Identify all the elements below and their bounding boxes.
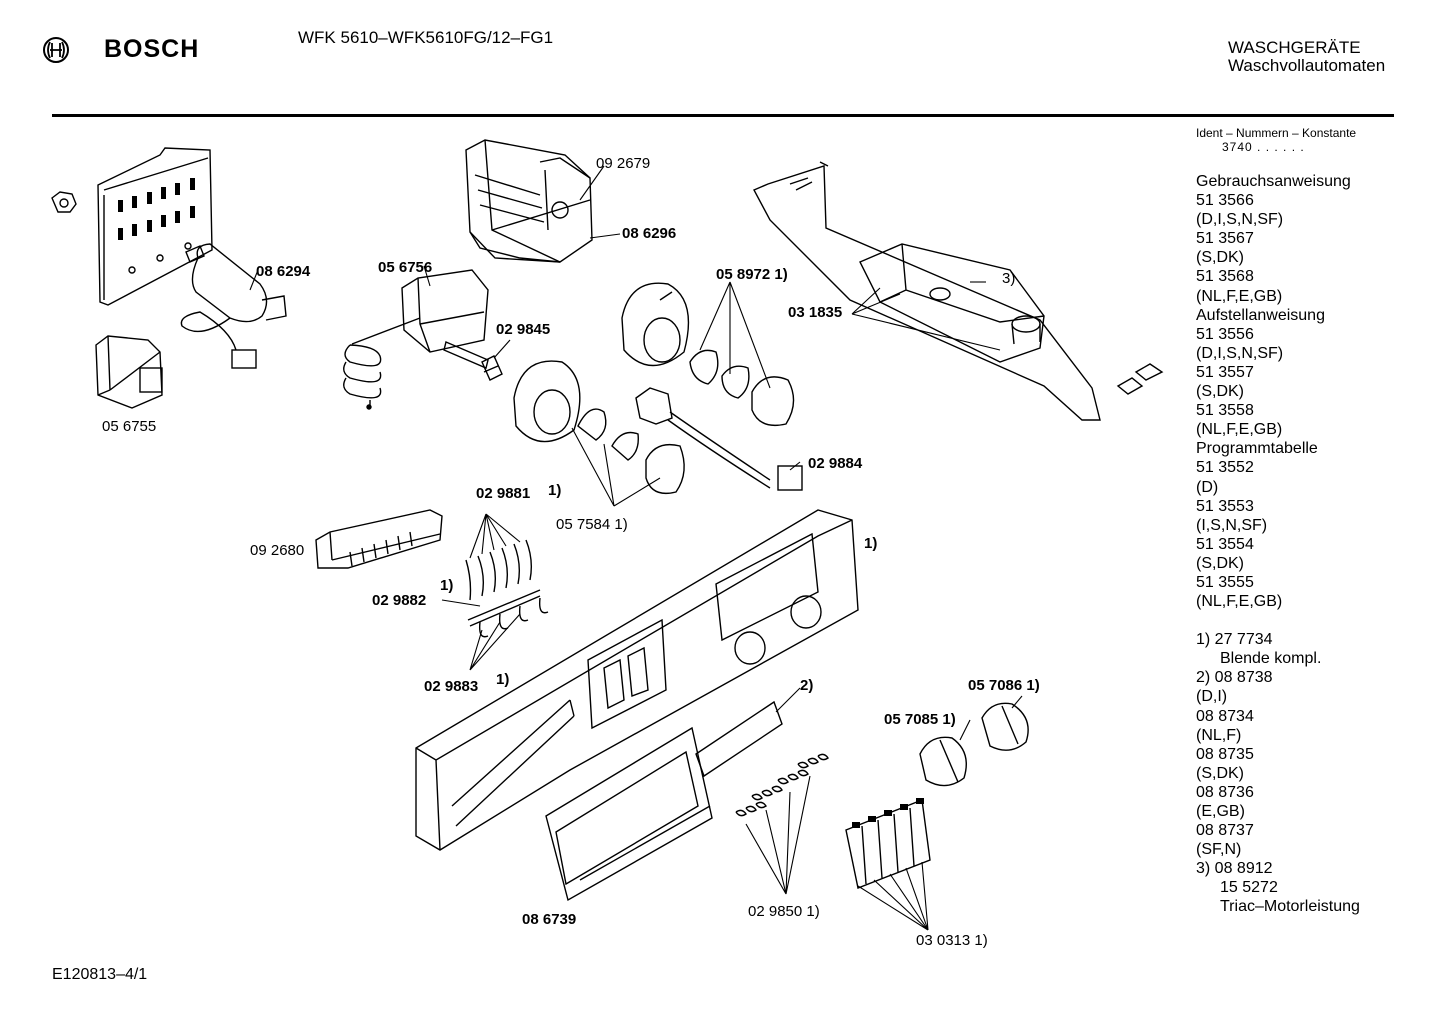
callout-029845: 02 9845: [496, 321, 550, 338]
documentation-line: (D): [1196, 478, 1219, 496]
documentation-line: (NL,F,E,GB): [1196, 421, 1283, 439]
callout-029883-note: 1): [496, 671, 509, 688]
callout-092679: 09 2679: [596, 155, 650, 172]
callout-086739: 08 6739: [522, 911, 576, 928]
footnote-line: (D,I): [1196, 688, 1228, 706]
footnote-line: Triac–Motorleistung: [1220, 898, 1360, 916]
callout-panel-note1: 1): [864, 535, 877, 552]
capacitor-part: [180, 243, 287, 369]
category-title: WASCHGERÄTE: [1228, 38, 1361, 57]
selector-knob-right-part: [981, 702, 1029, 751]
footnote-line: 08 8737: [1196, 822, 1254, 840]
knob-cap-large-part: [621, 282, 690, 367]
callout-029881: 02 9881: [476, 485, 530, 502]
bosch-logo-icon: [43, 37, 69, 63]
pressure-switch-part: [635, 387, 803, 491]
documentation-line: Programmtabelle: [1196, 440, 1318, 458]
documentation-line: 51 3555: [1196, 573, 1254, 591]
footnote-line: 2) 08 8738: [1196, 669, 1273, 687]
nut-part: [51, 191, 77, 213]
brand-logo-text: BOSCH: [104, 35, 200, 63]
control-panel-fascia-part: [415, 509, 859, 851]
footnote-line: 3) 08 8912: [1196, 860, 1273, 878]
callout-030313: 03 0313 1): [916, 932, 988, 949]
callout-058972: 05 8972 1): [716, 266, 788, 283]
callout-057584: 05 7584 1): [556, 516, 628, 533]
callout-029884: 02 9884: [808, 455, 863, 472]
callout-086296: 08 6296: [622, 225, 676, 242]
footnote-line: (SF,N): [1196, 841, 1242, 859]
ident-value: 3740 . . . . . .: [1222, 140, 1305, 154]
callout-056756: 05 6756: [378, 259, 432, 276]
leader-lines: [249, 165, 1023, 931]
category-subtitle: Waschvollautomaten: [1228, 56, 1386, 75]
callout-057085: 05 7085 1): [884, 711, 956, 728]
documentation-line: (D,I,S,N,SF): [1196, 211, 1284, 229]
documentation-line: 51 3556: [1196, 325, 1254, 343]
spring-contact-parts: [465, 539, 549, 638]
callout-057086: 05 7086 1): [968, 677, 1040, 694]
footnote-line: 08 8735: [1196, 745, 1254, 763]
footnote-line: 08 8734: [1196, 707, 1254, 725]
callout-029882: 02 9882: [372, 592, 426, 609]
parts-legend-sidebar: Ident – Nummern – Konstante 3740 . . . .…: [1196, 126, 1436, 917]
callout-031835: 03 1835: [788, 304, 842, 321]
interference-filter-part: [95, 335, 163, 409]
documentation-line: (D,I,S,N,SF): [1196, 344, 1284, 362]
callout-056755: 05 6755: [102, 418, 156, 435]
callout-note2: 2): [800, 677, 813, 694]
knob-cap-small-part: [513, 360, 581, 443]
mounting-bracket-part: [97, 147, 213, 306]
callout-086294: 08 6294: [256, 263, 311, 280]
documentation-line: (S,DK): [1196, 383, 1244, 401]
footnote-line: (NL,F): [1196, 726, 1242, 744]
door-lock-part: [343, 269, 489, 410]
program-selector-part: [465, 139, 593, 263]
program-panel-insert-part: [545, 700, 783, 902]
callout-029882-note: 1): [440, 577, 453, 594]
knob-insert-parts: [577, 349, 795, 495]
documentation-line: (S,DK): [1196, 249, 1244, 267]
contact-strip-part: [315, 509, 443, 569]
footnote-line: (S,DK): [1196, 764, 1244, 782]
documentation-line: 51 3567: [1196, 230, 1254, 248]
documentation-line: 51 3554: [1196, 535, 1254, 553]
callout-092680: 09 2680: [250, 542, 304, 559]
documentation-line: (I,S,N,SF): [1196, 516, 1268, 534]
connector-part: [481, 355, 503, 381]
documentation-line: 51 3566: [1196, 192, 1254, 210]
documentation-line: 51 3553: [1196, 497, 1254, 515]
category-heading: WASCHGERÄTE Waschvollautomaten: [1228, 39, 1385, 75]
documentation-line: Gebrauchsanweisung: [1196, 173, 1351, 190]
callout-029881-note: 1): [548, 482, 561, 499]
documentation-line: (S,DK): [1196, 554, 1244, 572]
header-divider: [52, 114, 1394, 117]
footnote-line: 15 5272: [1220, 879, 1278, 897]
documentation-line: 51 3568: [1196, 268, 1254, 286]
documentation-line: Aufstellanweisung: [1196, 306, 1325, 324]
motor-control-board-part: [753, 161, 1164, 421]
documentation-line: 51 3558: [1196, 402, 1254, 420]
document-id: E120813–4/1: [52, 966, 148, 983]
model-title: WFK 5610–WFK5610FG/12–FG1: [298, 28, 554, 47]
key-button-parts: [845, 798, 931, 889]
footnote-line: (E,GB): [1196, 803, 1245, 820]
documentation-line: (NL,F,E,GB): [1196, 287, 1283, 305]
documentation-line: 51 3552: [1196, 459, 1254, 477]
ident-title: Ident – Nummern – Konstante: [1196, 126, 1357, 140]
callout-note3: 3): [1002, 270, 1015, 287]
documentation-line: 51 3557: [1196, 363, 1254, 381]
key-spring-parts: [735, 753, 829, 817]
documentation-line: (NL,F,E,GB): [1196, 593, 1283, 611]
footnote-line: 1) 27 7734: [1196, 631, 1273, 649]
callout-029883: 02 9883: [424, 678, 478, 695]
footnote-line: Blende kompl.: [1220, 650, 1322, 668]
footnote-line: 08 8736: [1196, 783, 1254, 801]
callout-029850: 02 9850 1): [748, 903, 820, 920]
selector-knob-left-part: [919, 736, 967, 787]
